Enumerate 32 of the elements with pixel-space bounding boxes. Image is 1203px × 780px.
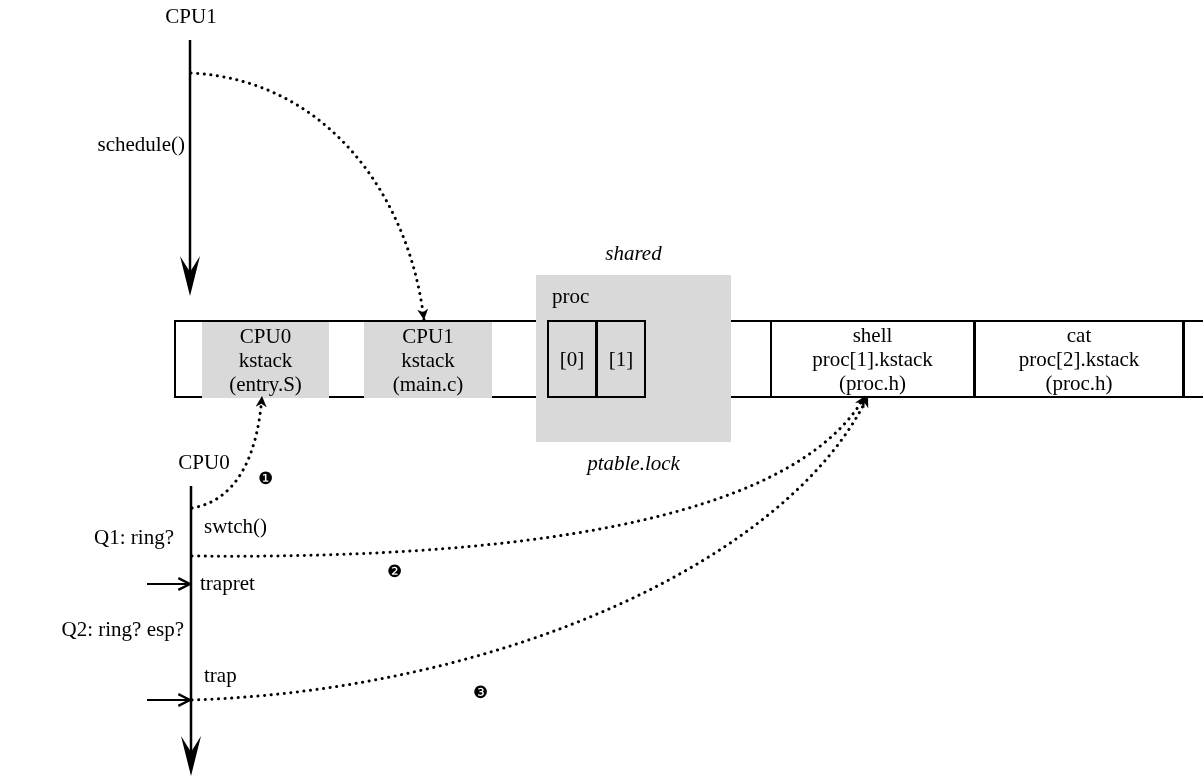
cpu-label: CPU1 <box>164 4 218 28</box>
lock-label: ptable.lock <box>585 451 681 475</box>
memory-label: CPU1 kstack (main.c) <box>391 324 465 396</box>
code-label: schedule() <box>97 132 185 156</box>
code-label: Q1: ring? <box>94 525 174 549</box>
memory-label: [0] <box>558 347 586 371</box>
stack-cell <box>974 320 1184 398</box>
stack-cell <box>770 320 975 398</box>
code-label: trap <box>204 663 237 687</box>
kstack-region <box>364 322 492 398</box>
memory-label: CPU0 kstack (entry.S) <box>228 324 303 396</box>
region-heading: shared <box>604 241 663 265</box>
step-number: ❸ <box>473 683 489 701</box>
dotted-arrow <box>189 71 428 322</box>
dotted-arrow <box>190 394 870 702</box>
arrow <box>146 693 192 707</box>
code-label: swtch() <box>204 514 267 538</box>
code-label: trapret <box>200 571 255 595</box>
arrow <box>146 577 192 591</box>
step-number: ❶ <box>258 469 274 487</box>
array-cell <box>596 320 646 398</box>
array-cell <box>547 320 597 398</box>
memory-label: shell proc[1].kstack (proc.h) <box>811 323 934 395</box>
cpu-label: CPU0 <box>178 450 230 474</box>
step-number: ❷ <box>387 562 403 580</box>
memory-label: [1] <box>607 347 635 371</box>
dotted-arrow <box>190 394 267 510</box>
dotted-arrow <box>190 394 867 558</box>
region-label: proc <box>552 284 591 308</box>
code-label: Q2: ring? esp? <box>61 617 184 641</box>
memory-label: cat proc[2].kstack (proc.h) <box>1017 323 1141 395</box>
kstack-region <box>202 322 329 398</box>
